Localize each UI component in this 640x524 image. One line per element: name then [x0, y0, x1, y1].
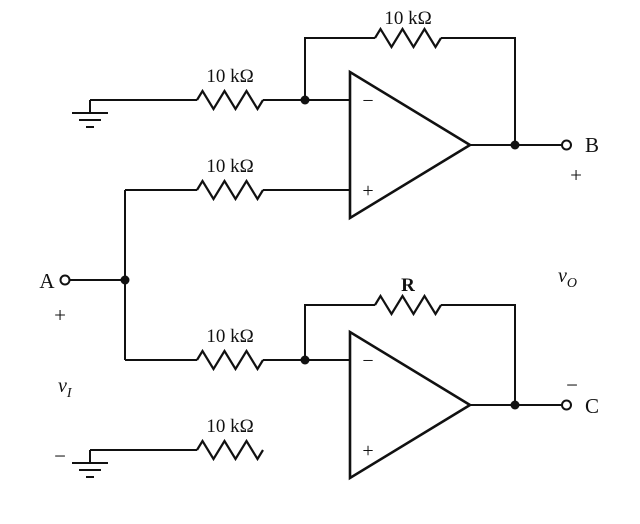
wire-feedback-bottom-right: [441, 304, 516, 405]
terminal-c-circle: [561, 399, 572, 411]
label-resistor-bottom-noninverting: 10 kΩ: [206, 416, 253, 437]
node-input-branch-junction: [120, 275, 130, 285]
label-v-input: vI: [58, 375, 73, 401]
sign-output-b-plus: +: [570, 163, 582, 187]
node-opamp1-output-junction: [510, 140, 520, 150]
label-resistor-bottom-feedback: R: [401, 275, 415, 296]
ground-symbol-top: [72, 100, 108, 128]
label-terminal-a: A: [39, 269, 55, 293]
label-terminal-b: B: [585, 133, 599, 157]
sign-output-c-minus: −: [566, 373, 578, 397]
opamp-top-noninverting-sign: +: [362, 180, 373, 202]
resistor-top-noninverting-input: [196, 178, 264, 202]
resistor-bottom-inverting-input: [196, 348, 264, 372]
opamp-bottom-noninverting-sign: +: [362, 440, 373, 462]
opamp-top-inverting-sign: −: [362, 90, 373, 112]
label-resistor-top-feedback: 10 kΩ: [384, 8, 431, 29]
resistor-bottom-noninverting-input: [196, 438, 264, 462]
sign-input-minus: −: [54, 444, 66, 468]
resistor-bottom-feedback: [374, 293, 442, 317]
node-opamp2-inv-junction: [300, 355, 310, 365]
label-resistor-top-inverting: 10 kΩ: [206, 66, 253, 87]
wire-feedback-bottom-left: [304, 304, 375, 360]
label-terminal-c: C: [585, 394, 599, 418]
sign-input-plus: +: [54, 303, 66, 327]
terminal-a-circle: [59, 274, 71, 286]
opamp-bottom: [348, 329, 473, 481]
node-opamp2-output-junction: [510, 400, 520, 410]
label-resistor-top-noninverting: 10 kΩ: [206, 156, 253, 177]
ground-symbol-bottom: [72, 450, 108, 478]
opamp-bottom-inverting-sign: −: [362, 350, 373, 372]
resistor-top-inverting-input: [196, 88, 264, 112]
wire-feedback-top-left: [304, 37, 375, 100]
node-opamp1-inv-junction: [300, 95, 310, 105]
opamp-top: [348, 69, 473, 221]
label-v-output: vO: [558, 265, 577, 291]
label-resistor-bottom-inverting: 10 kΩ: [206, 326, 253, 347]
resistor-top-feedback: [374, 26, 442, 50]
wires: [69, 37, 562, 451]
terminal-b-circle: [561, 139, 572, 151]
wire-feedback-top-right: [441, 37, 516, 145]
